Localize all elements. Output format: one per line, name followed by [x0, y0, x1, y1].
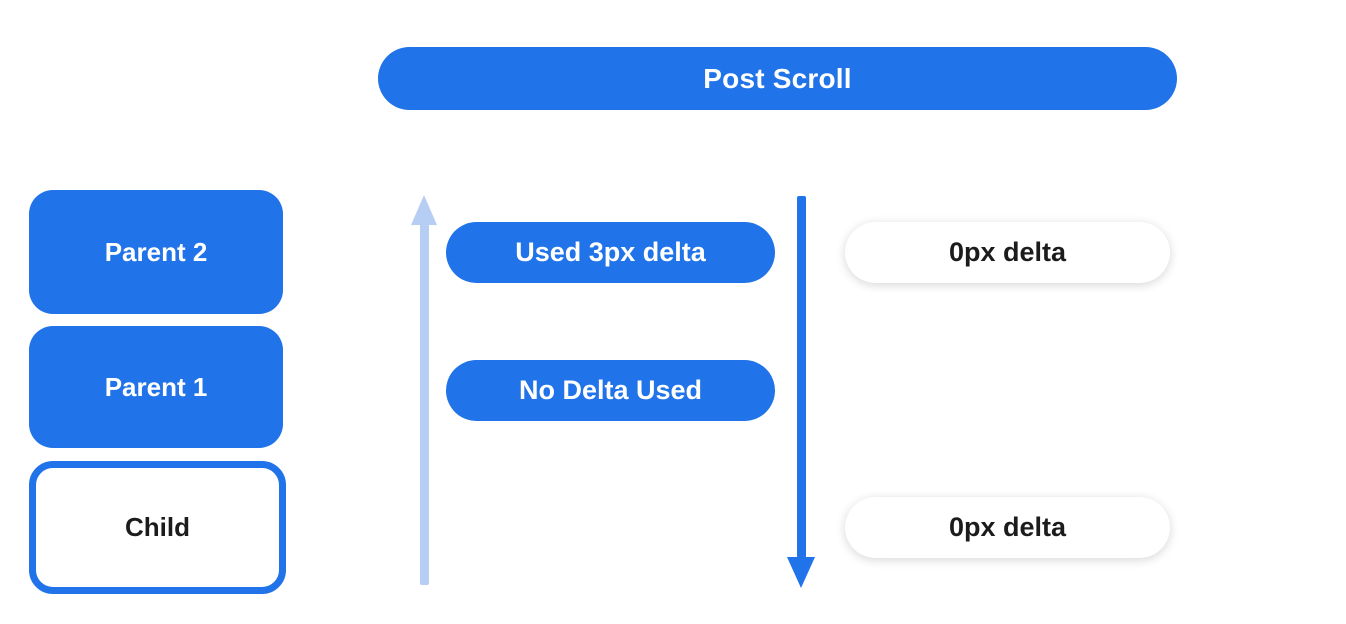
- parent2-box: Parent 2: [29, 190, 283, 314]
- arrow-down-head: [787, 557, 815, 588]
- zero-delta-top-pill: 0px delta: [845, 222, 1170, 283]
- zero-delta-bottom-pill: 0px delta: [845, 497, 1170, 558]
- parent1-label: Parent 1: [104, 371, 208, 402]
- arrow-up-shaft: [420, 223, 429, 585]
- arrow-up-icon: [411, 195, 438, 586]
- zero-delta-top-label: 0px delta: [948, 237, 1067, 267]
- parent1-box: Parent 1: [29, 326, 283, 448]
- zero-delta-bottom-label: 0px delta: [948, 512, 1067, 542]
- no-delta-pill: No Delta Used: [446, 360, 775, 421]
- no-delta-label: No Delta Used: [518, 375, 703, 405]
- used-delta-label: Used 3px delta: [515, 237, 706, 267]
- arrow-down-shaft: [797, 196, 806, 558]
- arrow-down-icon: [787, 196, 816, 588]
- child-box: Child: [29, 461, 286, 594]
- parent2-label: Parent 2: [104, 236, 208, 267]
- child-label: Child: [125, 512, 190, 542]
- arrow-up-head: [411, 195, 437, 225]
- post-scroll-header: Post Scroll: [378, 47, 1177, 110]
- used-delta-pill: Used 3px delta: [446, 222, 775, 283]
- post-scroll-title: Post Scroll: [703, 62, 852, 94]
